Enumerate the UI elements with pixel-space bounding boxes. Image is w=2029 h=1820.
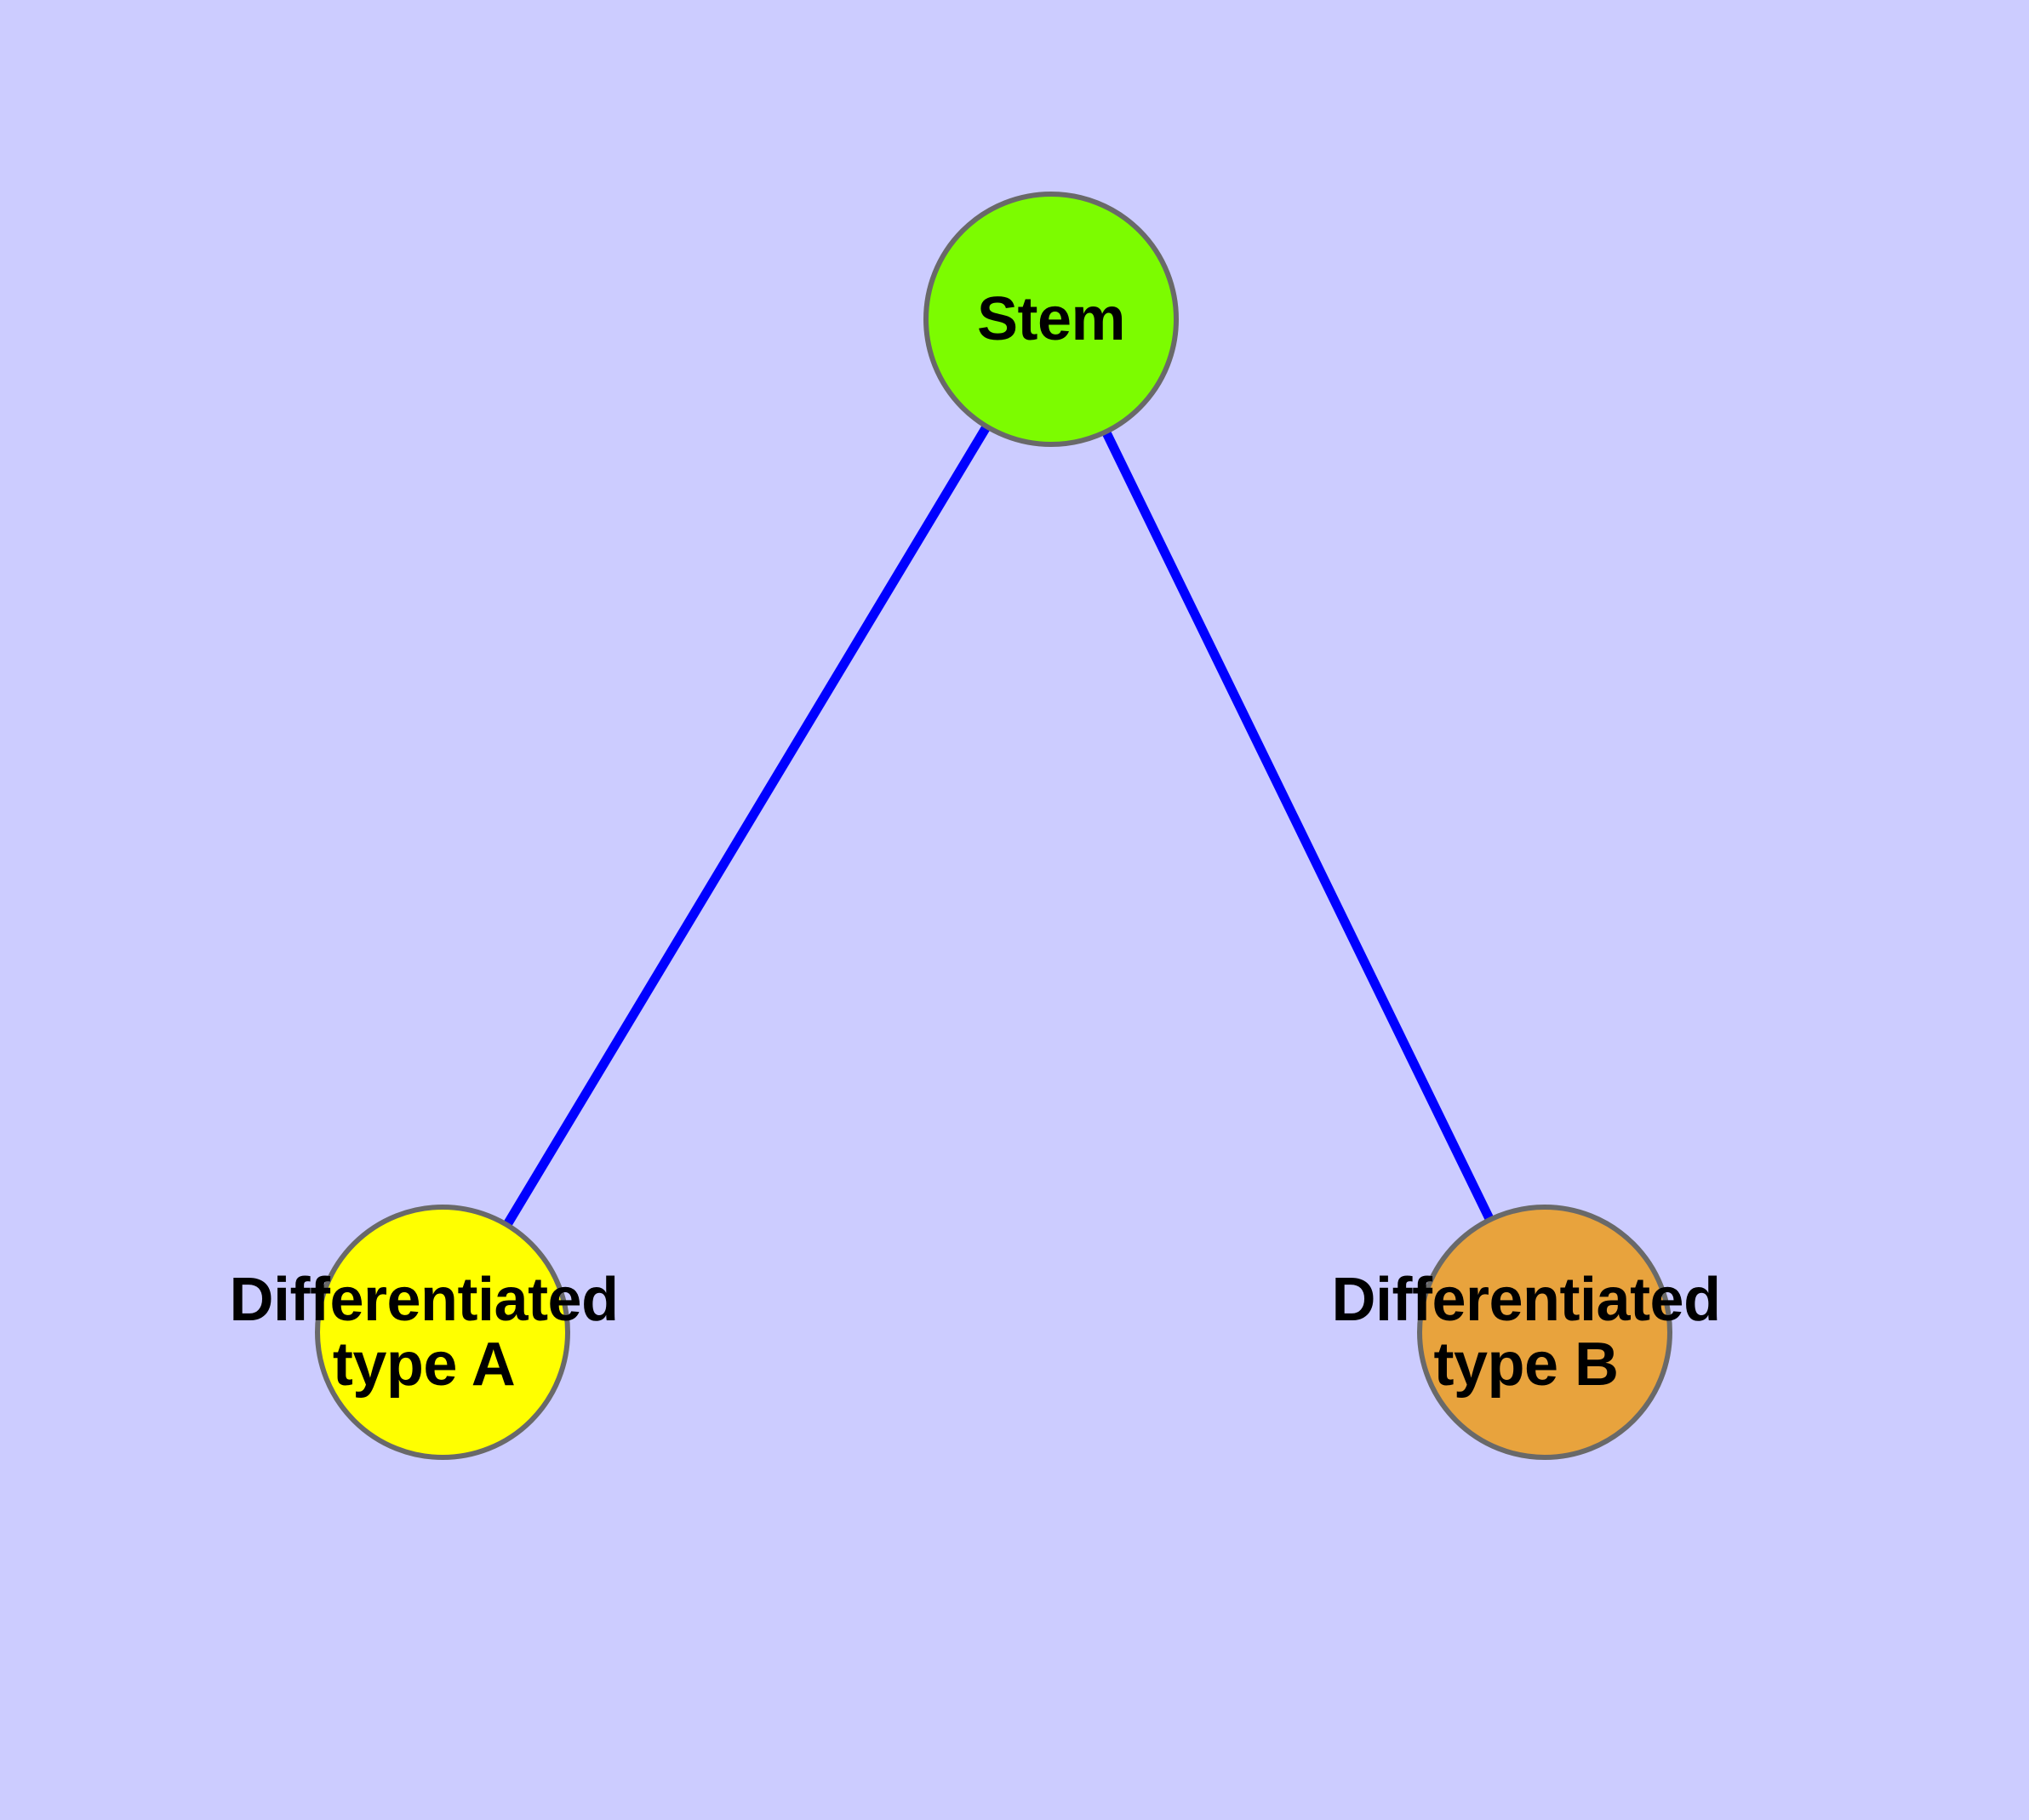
edge-stem-to-diff_b[interactable] <box>1047 317 1549 1335</box>
node-stem[interactable] <box>923 192 1179 447</box>
node-diff_b[interactable] <box>1417 1205 1672 1460</box>
edge-stem-to-diff_a[interactable] <box>438 317 1055 1335</box>
node-diff_a[interactable] <box>315 1205 570 1460</box>
